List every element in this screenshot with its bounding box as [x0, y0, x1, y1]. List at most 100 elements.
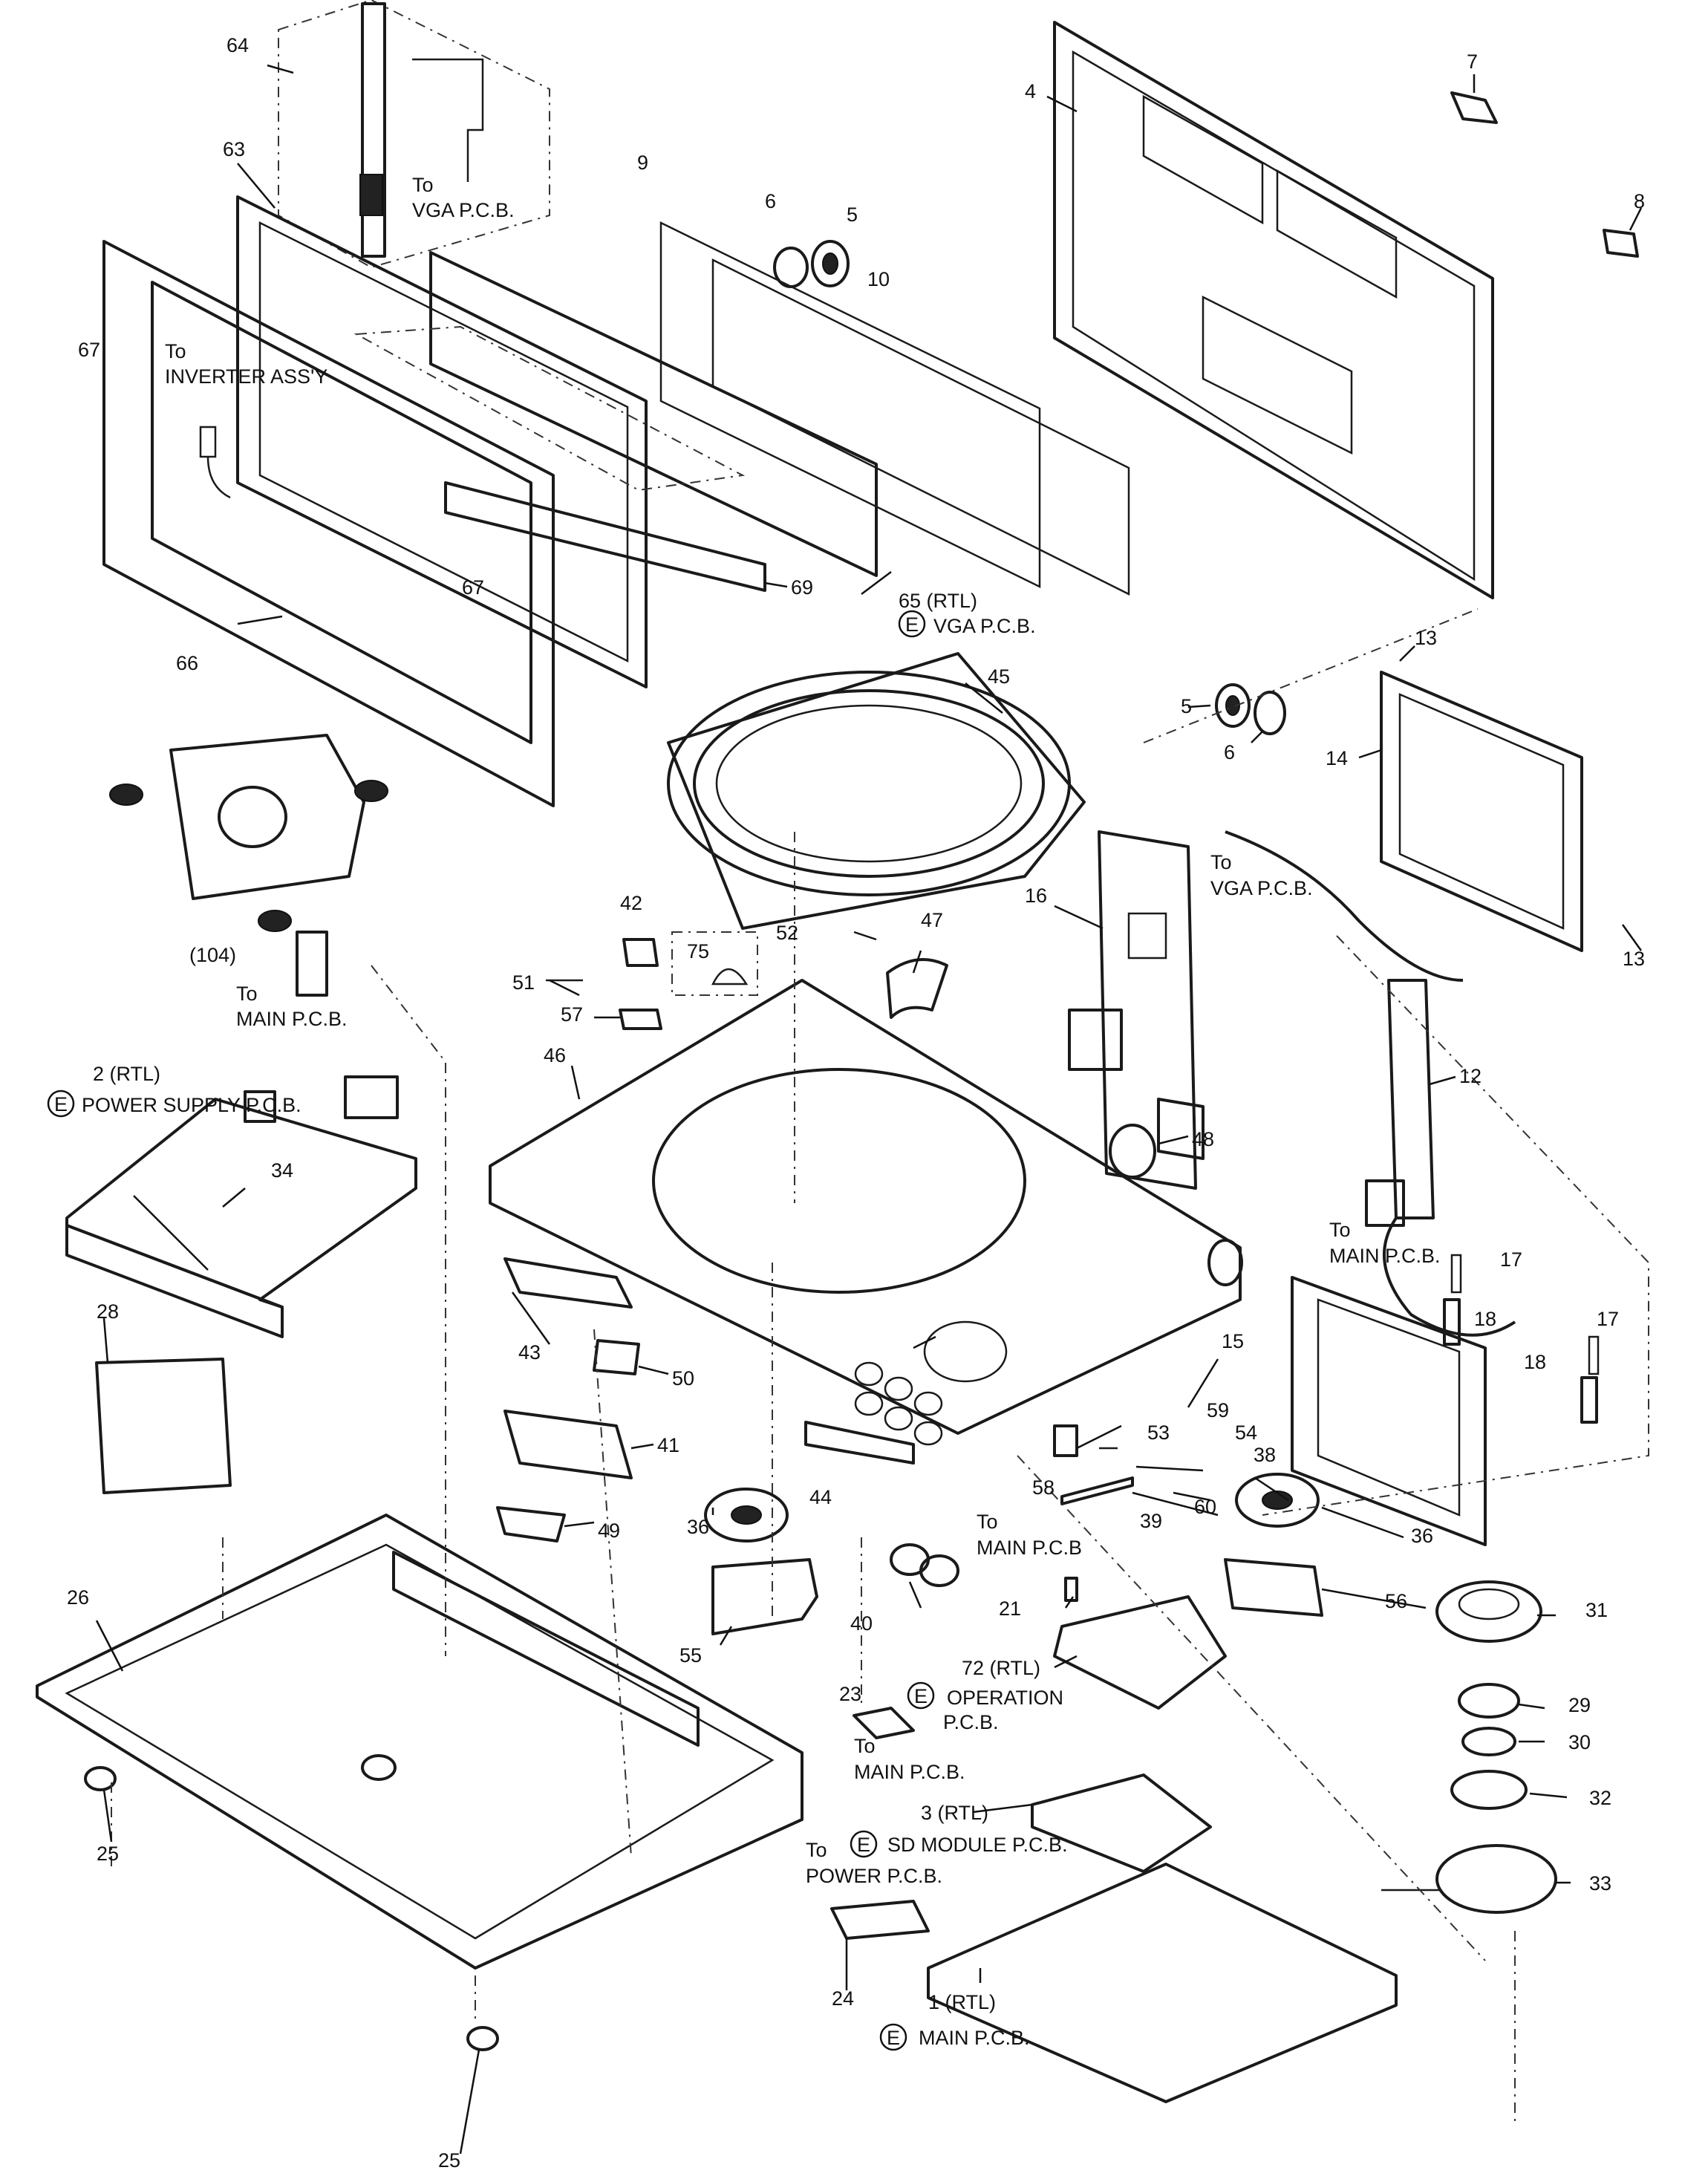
knob-48: [1109, 1124, 1156, 1179]
callout-53: 53: [1147, 1421, 1170, 1444]
callout-66: 66: [176, 652, 198, 674]
callout-10: 10: [867, 268, 890, 290]
to-inverter-assy: INVERTER ASS'Y: [165, 365, 327, 388]
callout-65: 65 (RTL): [899, 590, 977, 612]
callout-8: 8: [1634, 190, 1645, 212]
speaker-36-right: [1235, 1473, 1320, 1528]
svg-text:E: E: [905, 613, 919, 636]
callout-13: 13: [1415, 627, 1437, 649]
e-symbol-3: E: [850, 1830, 878, 1858]
callout-49: 49: [598, 1519, 620, 1542]
callout-labels: 64 63 67 67 66 9 6 5 10 69 65 (RTL) E VG…: [47, 34, 1645, 2172]
callout-51: 51: [512, 971, 535, 994]
callout-17: 17: [1500, 1248, 1522, 1271]
callout-14: 14: [1326, 747, 1348, 769]
callout-40: 40: [850, 1612, 873, 1635]
spring-17-18: [1443, 1254, 1600, 1424]
to-label: To: [1329, 1219, 1351, 1241]
callout-60: 60: [1194, 1496, 1216, 1518]
disc-mechanism: [109, 734, 388, 997]
flex-cable-23-24: [830, 1707, 930, 1940]
callout-3: 3 (RTL): [921, 1802, 988, 1824]
callout-7: 7: [1467, 51, 1478, 73]
callout-18: 18: [1474, 1308, 1496, 1330]
callout-47: 47: [921, 909, 943, 931]
knob-assembly-40: [890, 1543, 959, 1587]
callout-15: 15: [1222, 1330, 1244, 1352]
svg-text:E: E: [54, 1093, 68, 1115]
callout-57: 57: [561, 1003, 583, 1026]
bottom-cabinet-26: [36, 1514, 804, 1970]
callout-67: 67: [78, 339, 100, 361]
callout-16: 16: [1025, 885, 1047, 907]
callout-32: 32: [1589, 1787, 1611, 1809]
callout-21: 21: [999, 1597, 1021, 1620]
callout-33: 33: [1589, 1872, 1611, 1895]
callout-75: 75: [687, 940, 709, 962]
flex-cable-12: [1225, 830, 1516, 1337]
spring-washer-5-right: [1215, 683, 1286, 735]
callout-44: 44: [809, 1486, 832, 1508]
front-bezel-66: [102, 240, 555, 807]
callout-13: 13: [1623, 948, 1645, 970]
lcd-panel-63: [236, 195, 648, 688]
callout-58: 58: [1032, 1476, 1055, 1499]
e-symbol-2: E: [47, 1089, 75, 1118]
callout-36: 36: [687, 1516, 709, 1538]
speaker-36-left: [704, 1488, 789, 1543]
callout-64: 64: [226, 34, 249, 56]
to-main-pcb: MAIN P.C.B.: [236, 1008, 348, 1030]
callout-43: 43: [518, 1341, 541, 1364]
callout-6: 6: [1224, 741, 1235, 763]
callout-39: 39: [1140, 1510, 1162, 1532]
alignment-lines: [111, 608, 1649, 2124]
lens-assembly: [1381, 1580, 1557, 1914]
callout-23: 23: [839, 1683, 861, 1705]
callout-45: 45: [988, 665, 1010, 688]
callout-46: 46: [544, 1044, 566, 1066]
callout-65-sub: VGA P.C.B.: [933, 615, 1036, 637]
operation-pcb-72: [1053, 1595, 1227, 1710]
callout-38: 38: [1254, 1444, 1276, 1466]
to-main-pcb: MAIN P.C.B.: [854, 1761, 965, 1783]
callout-17: 17: [1597, 1308, 1619, 1330]
shield-sheets-9-10: [659, 221, 1130, 596]
callout-54: 54: [1235, 1421, 1257, 1444]
callout-50: 50: [672, 1367, 694, 1390]
callout-26: 26: [67, 1586, 89, 1609]
callout-4: 4: [1025, 80, 1036, 102]
callout-2: 2 (RTL): [93, 1063, 160, 1085]
callout-5: 5: [1181, 695, 1192, 717]
spring-washer-5-top: [773, 240, 850, 288]
top-cabinet-46: [489, 979, 1243, 1446]
to-label: To: [1210, 851, 1232, 873]
disc-cover-45: [667, 652, 1086, 930]
svg-text:E: E: [887, 2027, 900, 2049]
e-symbol-1: E: [879, 2023, 907, 2051]
callout-48: 48: [1192, 1128, 1214, 1150]
speaker-box-56: [1224, 1558, 1323, 1617]
callout-29: 29: [1568, 1694, 1591, 1716]
hinge-16: [1068, 830, 1205, 1190]
callout-104: (104): [189, 944, 236, 966]
button-42-57-51: [546, 938, 662, 1030]
back-cover-4: [1053, 21, 1494, 599]
callout-56: 56: [1385, 1590, 1407, 1612]
callout-69: 69: [791, 576, 813, 599]
foot-25: [84, 1766, 499, 2051]
callout-24: 24: [832, 1987, 854, 2010]
to-label: To: [236, 983, 258, 1005]
callout-2-sub: POWER SUPPLY P.C.B.: [82, 1094, 301, 1116]
svg-text:E: E: [914, 1685, 928, 1707]
callout-72-sub2: P.C.B.: [943, 1711, 999, 1733]
callout-36: 36: [1411, 1525, 1433, 1547]
cap-47: [886, 958, 948, 1019]
power-supply-pcb-2: [65, 1075, 417, 1338]
callout-1-sub: MAIN P.C.B.: [919, 2027, 1030, 2049]
callout-55: 55: [679, 1644, 702, 1667]
main-pcb-1: [927, 1863, 1398, 2103]
e-symbol-72: E: [907, 1681, 935, 1710]
to-label: To: [977, 1511, 998, 1533]
callout-28: 28: [97, 1300, 119, 1323]
callout-25: 25: [97, 1843, 119, 1865]
